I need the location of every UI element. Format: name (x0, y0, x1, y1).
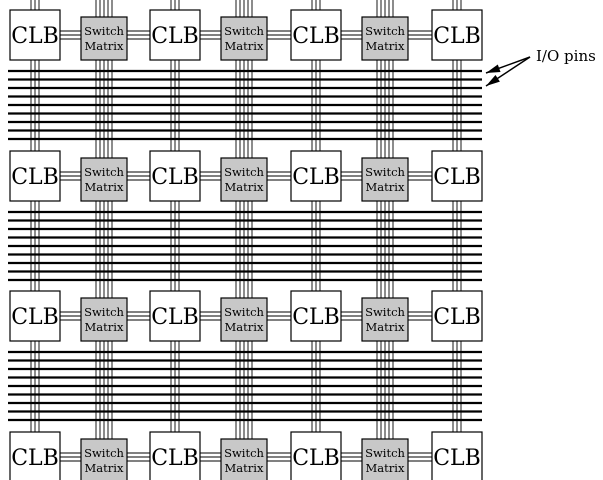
switch-matrix-label-line2: Matrix (225, 461, 264, 475)
switch-matrix-label-line1: Switch (224, 446, 264, 460)
switch-matrix-label-line2: Matrix (366, 39, 405, 53)
switch-matrix-block (361, 157, 409, 202)
switch-matrix-label-line2: Matrix (85, 461, 124, 475)
switch-matrix-label-line1: Switch (365, 446, 405, 460)
switch-matrix-label-line1: Switch (84, 24, 124, 38)
switch-matrix-label-line2: Matrix (225, 180, 264, 194)
clb-block (431, 150, 483, 202)
io-pins-annotation: I/O pins (485, 47, 596, 87)
switch-matrix-label-line1: Switch (84, 165, 124, 179)
clb-block (290, 150, 342, 202)
switch-matrix-label-line1: Switch (365, 165, 405, 179)
switch-matrix-label-line1: Switch (224, 165, 264, 179)
switch-matrix-block (361, 297, 409, 342)
clb-block (9, 431, 61, 480)
clb-label: CLB (433, 24, 481, 49)
io-arrow-head (486, 64, 501, 73)
switch-matrix-label-line1: Switch (224, 305, 264, 319)
switch-matrix-block (80, 157, 128, 202)
switch-matrix-label-line1: Switch (84, 446, 124, 460)
clb-label: CLB (11, 446, 59, 471)
clb-block (149, 9, 201, 61)
switch-matrix-block (80, 438, 128, 480)
clb-block (149, 290, 201, 342)
switch-matrix-block (220, 297, 268, 342)
switch-matrix-label-line1: Switch (365, 24, 405, 38)
clb-block (149, 431, 201, 480)
clb-label: CLB (151, 165, 199, 190)
clb-block (431, 9, 483, 61)
clb-block (290, 290, 342, 342)
switch-matrix-label-line2: Matrix (225, 320, 264, 334)
switch-matrix-label-line2: Matrix (366, 320, 405, 334)
clb-label: CLB (151, 305, 199, 330)
clb-label: CLB (151, 446, 199, 471)
clb-label: CLB (433, 305, 481, 330)
switch-matrix-label-line1: Switch (224, 24, 264, 38)
clb-label: CLB (433, 165, 481, 190)
switch-matrix-label-line2: Matrix (85, 39, 124, 53)
clb-block (9, 290, 61, 342)
switch-matrix-label-line2: Matrix (85, 180, 124, 194)
clb-label: CLB (11, 165, 59, 190)
io-arrow-head (486, 74, 500, 86)
switch-matrix-label-line1: Switch (84, 305, 124, 319)
switch-matrix-block (220, 16, 268, 61)
switch-matrix-label-line2: Matrix (225, 39, 264, 53)
switch-matrix-label-line2: Matrix (85, 320, 124, 334)
switch-matrix-block (220, 157, 268, 202)
clb-label: CLB (11, 24, 59, 49)
clb-block (9, 9, 61, 61)
io-pins-label: I/O pins (536, 47, 596, 65)
clb-label: CLB (11, 305, 59, 330)
routing-wires (8, 0, 482, 480)
switch-matrix-block (361, 438, 409, 480)
switch-matrix-label-line2: Matrix (366, 180, 405, 194)
clb-block (431, 431, 483, 480)
switch-matrix-block (80, 297, 128, 342)
switch-matrix-label-line1: Switch (365, 305, 405, 319)
switch-matrix-block (80, 16, 128, 61)
clb-label: CLB (292, 24, 340, 49)
clb-label: CLB (292, 165, 340, 190)
clb-block (149, 150, 201, 202)
clb-block (290, 431, 342, 480)
clb-block (290, 9, 342, 61)
switch-matrix-block (361, 16, 409, 61)
clb-label: CLB (292, 446, 340, 471)
clb-label: CLB (151, 24, 199, 49)
clb-block (431, 290, 483, 342)
clb-label: CLB (433, 446, 481, 471)
switch-matrix-label-line2: Matrix (366, 461, 405, 475)
switch-matrix-block (220, 438, 268, 480)
clb-label: CLB (292, 305, 340, 330)
clb-block (9, 150, 61, 202)
